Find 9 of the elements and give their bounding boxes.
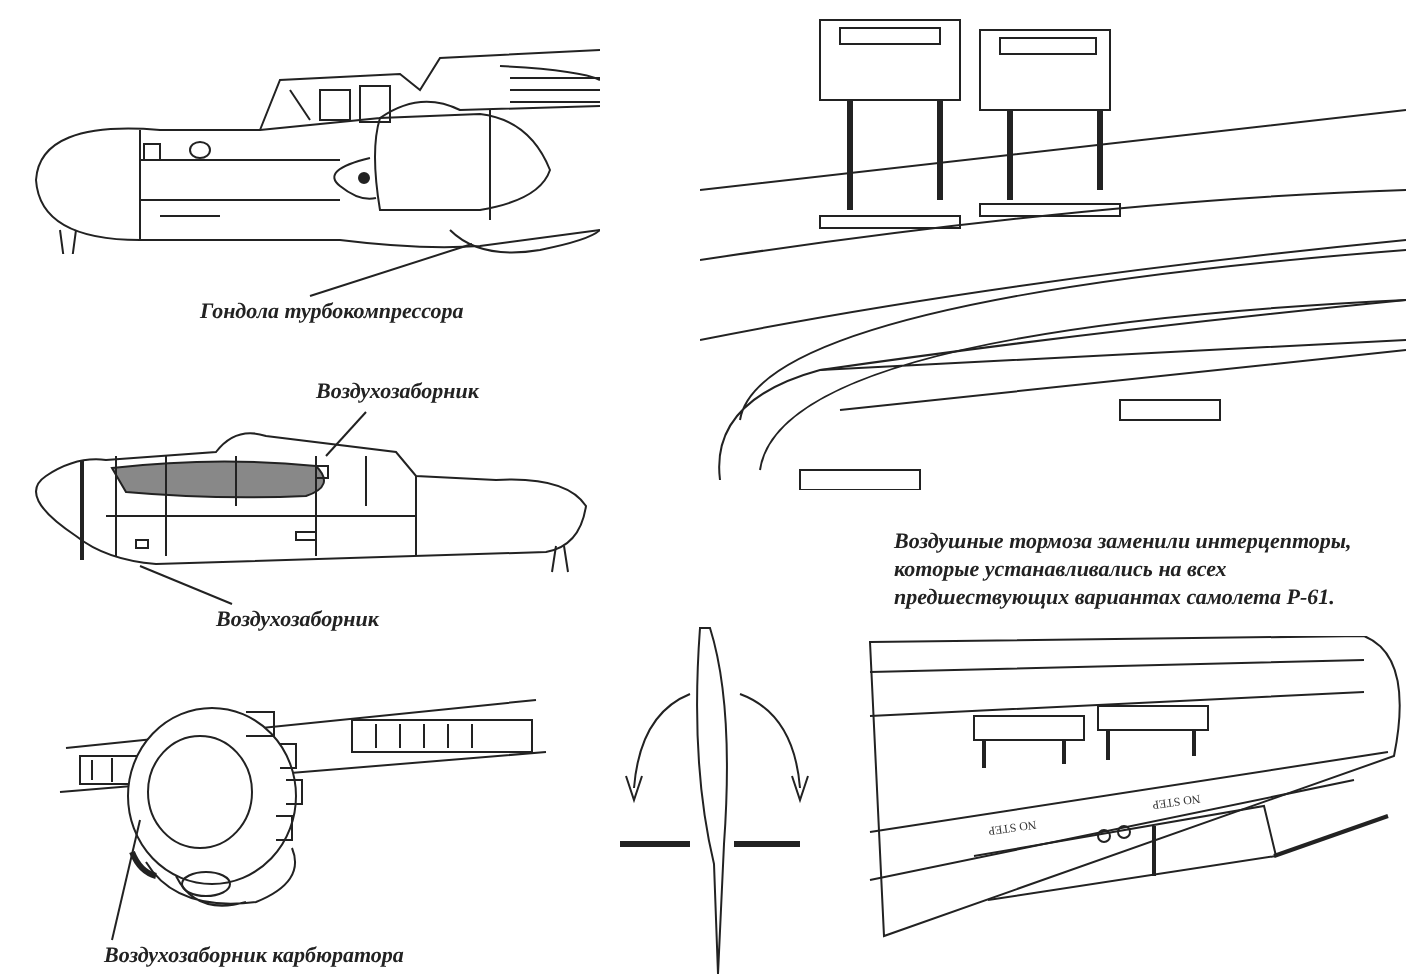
- leader-line: [309, 243, 473, 297]
- leader-line: [111, 819, 141, 941]
- leader-line: [325, 411, 367, 457]
- callout-label: Воздухозаборник карбюратора: [104, 944, 404, 972]
- callout-label: Воздухозаборник: [216, 608, 379, 636]
- callout-label: Гондола турбокомпрессора: [200, 300, 464, 328]
- caption-text: Воздушные тормоза заменили интерцепторы, которые устанавливались на всех предшествующих вариантах самолета P-61.: [894, 528, 1354, 612]
- leader-line: [139, 565, 233, 605]
- callout-label: Воздухозаборник: [316, 380, 479, 408]
